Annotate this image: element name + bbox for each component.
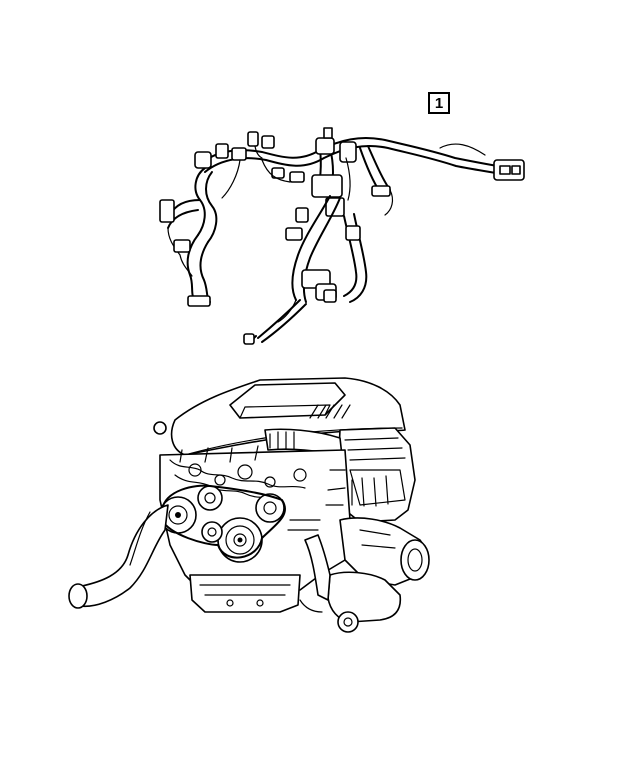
drive-belt	[161, 484, 286, 559]
coolant-fitting	[337, 611, 359, 633]
engine-assembly	[68, 377, 430, 633]
connector-bottom-left	[187, 295, 211, 307]
wiring-harness	[159, 127, 525, 345]
lower-hose	[304, 534, 331, 601]
connector-left	[159, 199, 175, 223]
water-outlet-housing	[327, 571, 402, 623]
radiator-hose	[72, 504, 169, 608]
callout-label-1: 1	[428, 92, 450, 114]
oil-pan	[189, 574, 301, 613]
throttle-opening	[400, 539, 430, 581]
pulley-idler	[197, 485, 223, 511]
oil-cap	[153, 421, 167, 435]
hose-end	[68, 583, 88, 609]
